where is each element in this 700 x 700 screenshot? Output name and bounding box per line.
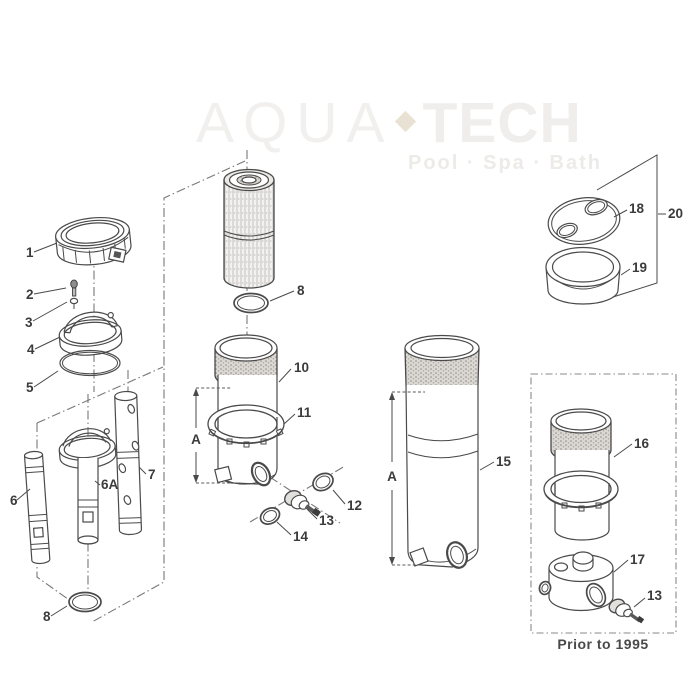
- part-15-tank: [404, 334, 480, 569]
- part-3-washer: [69, 297, 79, 309]
- callout-1: 1: [26, 245, 34, 260]
- dimension-a-left: [193, 387, 242, 484]
- part-12-nut: [312, 472, 334, 492]
- callout-14: 14: [293, 529, 309, 544]
- callout-18: 18: [629, 201, 645, 216]
- part-1-lock-ring: [55, 217, 132, 266]
- part-18-disc: [547, 197, 621, 245]
- callout-4: 4: [27, 342, 35, 357]
- part-10-tank-body: [207, 334, 285, 487]
- callout-15: 15: [496, 454, 512, 469]
- part-5-oring: [59, 349, 121, 377]
- part-4-lid: [58, 311, 123, 356]
- dimension-a-right-label: A: [387, 469, 397, 484]
- brand-tech: TECH: [422, 91, 582, 155]
- prior-1995-note: Prior to 1995: [557, 636, 648, 652]
- tank-port: [250, 461, 272, 487]
- part-16-tank: [543, 408, 619, 541]
- callout-16: 16: [634, 436, 650, 451]
- part-11-ring: [207, 404, 285, 448]
- callout-8-left: 8: [43, 609, 51, 624]
- callout-2: 2: [26, 287, 34, 302]
- callout-leaders: [16, 209, 646, 617]
- callout-7: 7: [148, 467, 156, 482]
- part-8-oring-center: [233, 292, 269, 314]
- callout-20: 20: [668, 206, 683, 221]
- callout-labels: 1 2 3 4 5 6 6A 7 8 8 10 11 12 13 14 15 1…: [10, 201, 683, 652]
- part-17-base: [538, 551, 614, 612]
- callout-19: 19: [632, 260, 647, 275]
- callout-11: 11: [297, 405, 312, 420]
- brand-watermark: AQUA TECH: [196, 95, 582, 152]
- part-13-drain-fitting-box: [608, 598, 645, 624]
- callout-6: 6: [10, 493, 18, 508]
- callout-6a: 6A: [101, 477, 119, 492]
- callout-17: 17: [630, 552, 645, 567]
- callout-5: 5: [26, 380, 34, 395]
- part-6-tube: [23, 450, 51, 565]
- part-14-nut: [259, 507, 281, 525]
- brand-tagline: Pool · Spa · Bath: [408, 152, 602, 174]
- callout-13-box: 13: [647, 588, 663, 603]
- part-8-oring-left: [68, 591, 102, 613]
- filter-cartridge: [223, 168, 275, 289]
- prior-1995-box: [530, 373, 677, 634]
- part-19-cup: [545, 246, 621, 305]
- part-2-screw: [70, 279, 78, 297]
- dimension-a-left-label: A: [191, 432, 201, 447]
- callout-12: 12: [347, 498, 362, 513]
- callout-10: 10: [294, 360, 309, 375]
- callout-3: 3: [25, 315, 33, 330]
- dimension-a-right: [389, 391, 428, 566]
- part-20-bracket: [596, 154, 666, 298]
- part-6a-tube-cover: [58, 428, 117, 545]
- part-13-drain-fitting: [284, 490, 321, 517]
- part-7-tube: [114, 390, 143, 536]
- callout-13: 13: [319, 513, 335, 528]
- callout-8-center: 8: [297, 283, 305, 298]
- brand-aqua: AQUA: [196, 91, 394, 155]
